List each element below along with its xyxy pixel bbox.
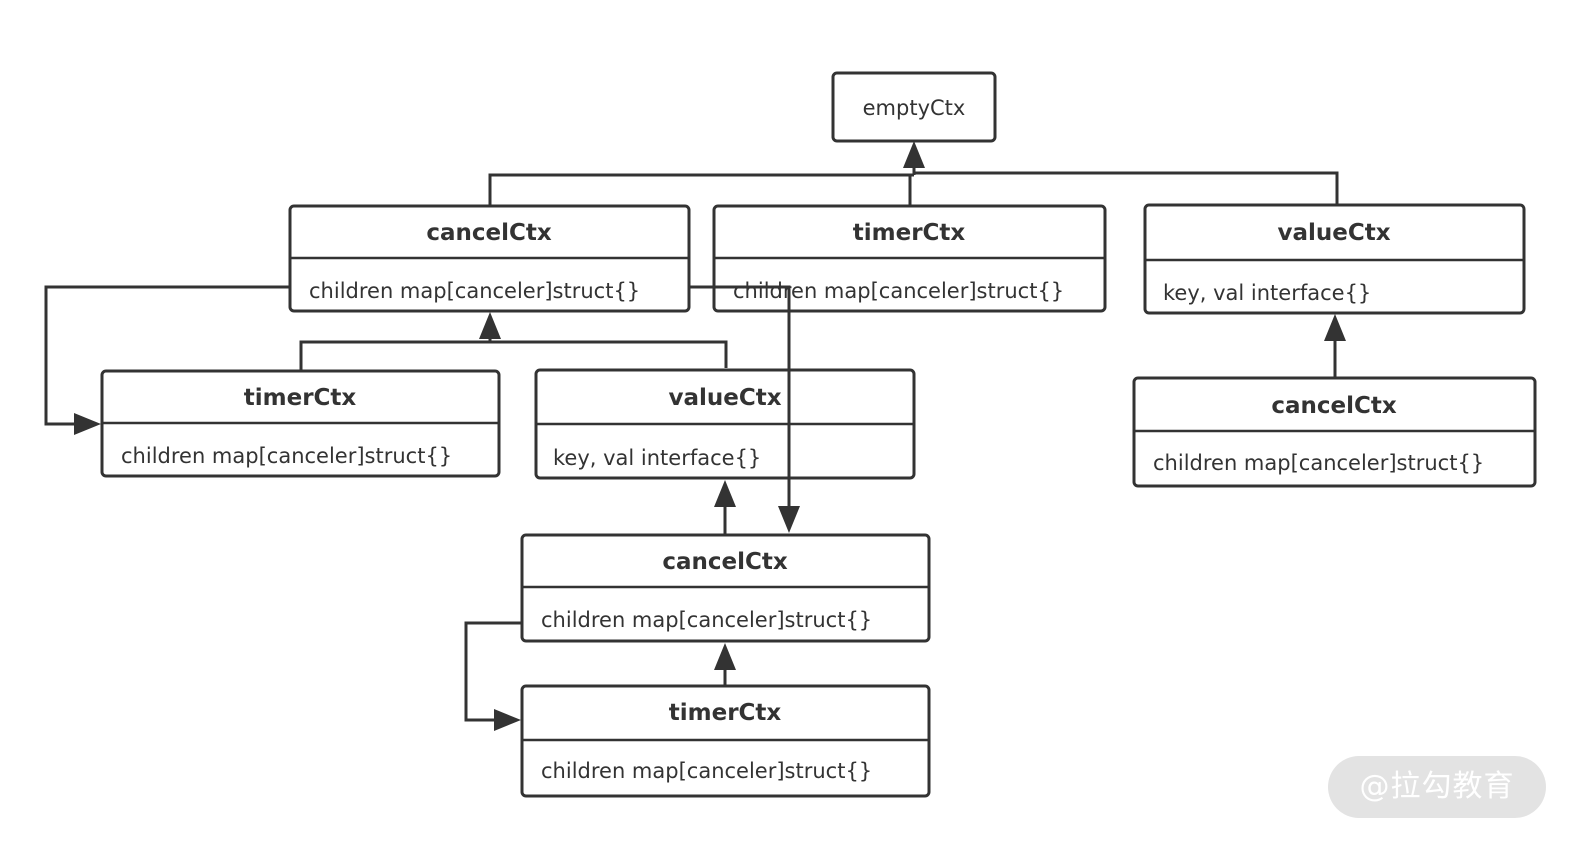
edge-value-b-to-cancel-a <box>490 340 728 368</box>
node-field: children map[canceler]struct{} <box>733 279 1064 303</box>
node-title: cancelCtx <box>662 549 788 575</box>
node-title: cancelCtx <box>1271 393 1397 419</box>
node-value-ctx-top: valueCtx key, val interface{} <box>1143 203 1526 315</box>
node-field: key, val interface{} <box>553 446 761 470</box>
overlay-connectors <box>689 285 791 512</box>
node-field: children map[canceler]struct{} <box>1153 451 1484 475</box>
node-empty-ctx: emptyCtx <box>831 71 997 143</box>
edge-value-a-to-root <box>914 171 1339 204</box>
node-title: cancelCtx <box>426 220 552 246</box>
node-timer-ctx-bottom: timerCtx children map[canceler]struct{} <box>520 684 931 798</box>
node-title: valueCtx <box>668 385 781 411</box>
edge-children-cancel-a-to-timer-b <box>44 285 290 426</box>
node-value-ctx-mid: valueCtx key, val interface{} <box>534 368 916 480</box>
node-field: children map[canceler]struct{} <box>541 759 872 783</box>
node-field: children map[canceler]struct{} <box>121 444 452 468</box>
edge-timer-b-to-cancel-a <box>299 340 490 370</box>
node-cancel-ctx-top: cancelCtx children map[canceler]struct{} <box>288 204 691 313</box>
arrowhead-value-b <box>714 480 736 507</box>
arrowhead-children-cancel-c <box>778 506 800 533</box>
edge-cancel-a-to-root <box>488 173 914 205</box>
arrowhead-children-timer-c <box>494 709 521 731</box>
node-title: valueCtx <box>1277 220 1390 246</box>
arrowhead-root <box>903 141 925 168</box>
node-field: children map[canceler]struct{} <box>541 608 872 632</box>
node-title: timerCtx <box>669 700 782 726</box>
node-timer-ctx-mid: timerCtx children map[canceler]struct{} <box>100 369 501 478</box>
node-title: timerCtx <box>853 220 966 246</box>
node-timer-ctx-top: timerCtx children map[canceler]struct{} <box>712 204 1107 313</box>
arrowhead-value-a <box>1324 314 1346 341</box>
edge-children-cancel-c-to-timer-c <box>464 621 522 722</box>
watermark-logo: @拉勾教育 <box>1328 756 1546 818</box>
arrowhead-children-timer-b <box>74 413 101 435</box>
node-field: key, val interface{} <box>1163 281 1371 305</box>
node-cancel-ctx-right: cancelCtx children map[canceler]struct{} <box>1132 376 1537 488</box>
node-field: children map[canceler]struct{} <box>309 279 640 303</box>
node-cancel-ctx-bottom: cancelCtx children map[canceler]struct{} <box>520 533 931 643</box>
node-title: timerCtx <box>244 385 357 411</box>
arrowhead-cancel-a <box>479 312 501 339</box>
arrowhead-cancel-c <box>714 643 736 670</box>
node-title: emptyCtx <box>863 96 966 120</box>
